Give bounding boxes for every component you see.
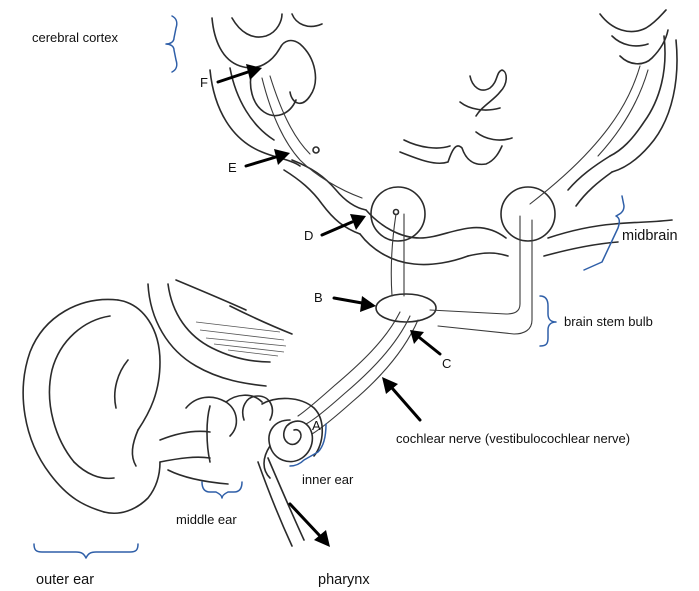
- label-inner-ear: inner ear: [302, 472, 354, 487]
- midline-structures: [400, 70, 512, 164]
- marker-e: E: [228, 160, 237, 175]
- arrow-c: [420, 338, 440, 354]
- arrow-cochlear-nerve: [392, 388, 420, 420]
- marker-d: D: [304, 228, 313, 243]
- arrow-b: [334, 298, 362, 303]
- outer-ear-drawing: [23, 299, 160, 513]
- arrow-e: [246, 157, 276, 166]
- outer-ear-brace: [34, 544, 138, 558]
- nuclei: [313, 147, 555, 322]
- right-cortex: [568, 10, 677, 206]
- right-midbrain-nucleus: [501, 187, 555, 241]
- label-middle-ear: middle ear: [176, 512, 237, 527]
- label-cochlear-nerve: cochlear nerve (vestibulocochlear nerve): [396, 431, 630, 446]
- left-cortex: [210, 14, 366, 234]
- label-outer-ear: outer ear: [36, 572, 94, 588]
- marker-c: C: [442, 356, 451, 371]
- brain-stem-nucleus: [376, 294, 436, 322]
- brain-stem-brace: [540, 296, 556, 346]
- cochlear-nerve-path: [298, 312, 418, 434]
- temporal-bone: [148, 280, 292, 386]
- cerebral-cortex-brace: [166, 16, 177, 72]
- labels: cerebral cortex midbrain brain stem bulb…: [32, 30, 678, 588]
- middle-ear-brace: [202, 482, 242, 498]
- label-cerebral-cortex: cerebral cortex: [32, 30, 118, 45]
- ear-canal: [160, 395, 272, 462]
- label-pharynx: pharynx: [318, 572, 370, 588]
- marker-f: F: [200, 75, 208, 90]
- label-brain-stem-bulb: brain stem bulb: [564, 314, 653, 329]
- midbrain-brace: [584, 196, 624, 270]
- label-midbrain: midbrain: [622, 228, 678, 244]
- eustachian-tube: [168, 458, 304, 546]
- right-pathway: [430, 66, 648, 334]
- cortex-neuron: [313, 147, 319, 153]
- marker-b: B: [314, 290, 323, 305]
- marker-a: A: [312, 418, 321, 433]
